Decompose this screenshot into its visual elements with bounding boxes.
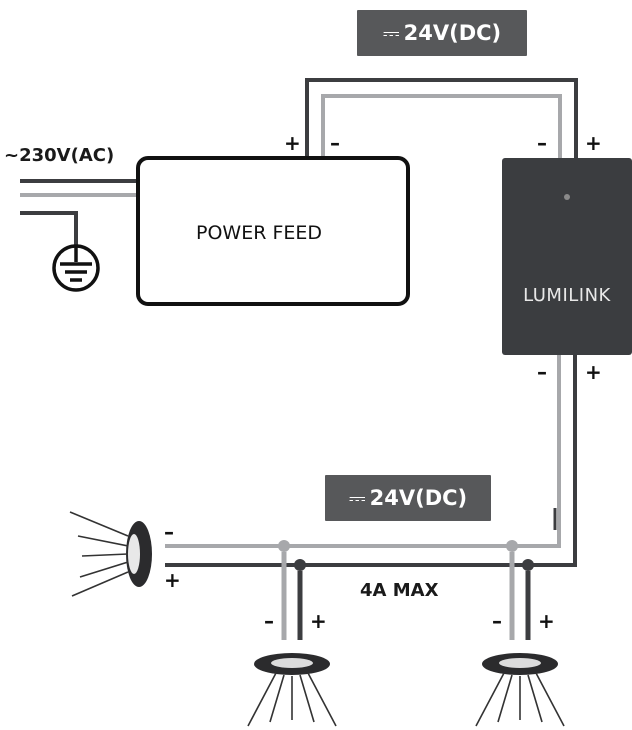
lamp-minus: – xyxy=(164,520,174,544)
dc-voltage-badge-top: ⎓ 24V(DC) xyxy=(357,10,527,56)
power-feed-label: POWER FEED xyxy=(196,222,323,244)
dc-symbol-icon: ⎓ xyxy=(382,20,400,45)
dc-voltage-label: 24V(DC) xyxy=(403,21,502,45)
dc-voltage-badge-bus: ⎓ 24V(DC) xyxy=(325,475,491,521)
downlight-icon xyxy=(247,653,337,727)
power-feed-minus: – xyxy=(330,131,340,155)
controller-box xyxy=(502,158,632,355)
controller-brand: LUMILINK xyxy=(523,285,611,306)
power-feed-plus: + xyxy=(284,131,301,155)
ac-input-label: ~230V(AC) xyxy=(4,145,115,166)
ground-icon xyxy=(52,244,100,292)
controller-output-wires xyxy=(165,355,577,567)
led-lamp-icon xyxy=(69,511,152,597)
ac-input-wires xyxy=(20,179,138,197)
lamp-plus: + xyxy=(164,568,181,592)
dc-symbol-icon: ⎓ xyxy=(348,485,366,510)
dc-supply-wires xyxy=(305,78,578,158)
downlight2-plus: + xyxy=(538,609,555,633)
dc-voltage-label: 24V(DC) xyxy=(369,486,468,510)
downlight-drop-wires xyxy=(281,552,531,640)
controller-out-minus: – xyxy=(537,360,547,384)
junctions xyxy=(278,540,534,571)
ground-wire xyxy=(20,211,78,246)
power-feed-box xyxy=(136,156,410,306)
controller-in-plus: + xyxy=(585,131,602,155)
bus-current-label: 4A MAX xyxy=(360,580,439,601)
controller-in-minus: – xyxy=(537,131,547,155)
downlight1-minus: – xyxy=(264,609,274,633)
downlight1-plus: + xyxy=(310,609,327,633)
downlight-icon xyxy=(475,653,565,727)
controller-indicator xyxy=(564,194,570,200)
controller-out-plus: + xyxy=(585,360,602,384)
downlight2-minus: – xyxy=(492,609,502,633)
